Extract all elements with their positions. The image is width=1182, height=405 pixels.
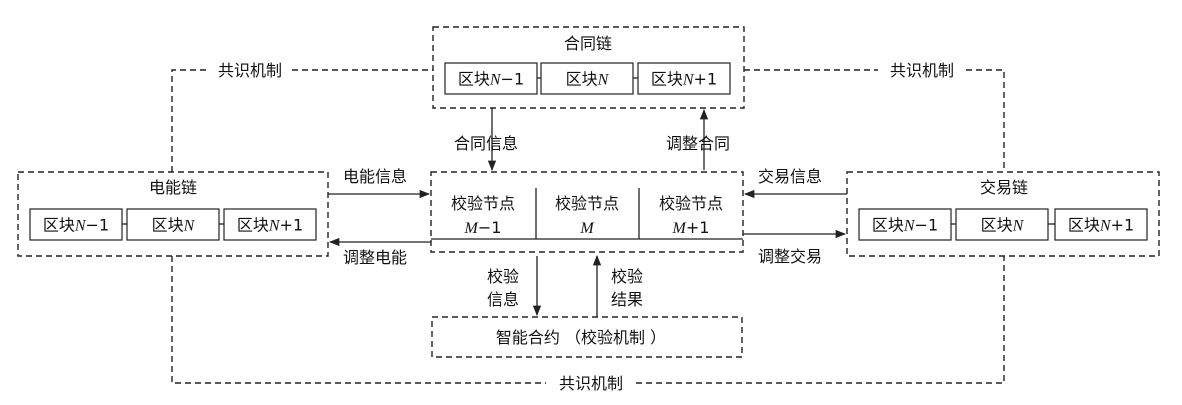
consensus-label-bottom: 共识机制 — [559, 374, 623, 393]
verify-node-label-0: 校验节点 — [451, 194, 515, 213]
consensus-line-bottom-right — [636, 256, 1005, 384]
trade-chain-blocks: 区块N−1 区块N 区块N+1 — [858, 208, 1148, 241]
block-label-2: 区块N+1 — [651, 70, 717, 89]
contract-chain: 合同链 区块N−1 区块N 区块N+1 — [432, 26, 745, 109]
consensus-line-bottom-left — [171, 256, 546, 384]
label-adjust-contract: 调整合同 — [666, 134, 730, 153]
block-label-1: 区块N — [566, 70, 610, 89]
consensus-line-top-right-2 — [966, 69, 1005, 172]
label-adjust-trade: 调整交易 — [758, 247, 822, 266]
verify-node-label-2: 校验节点 — [659, 194, 723, 213]
block-0 — [29, 208, 123, 241]
block-label-0: 区块N−1 — [458, 70, 524, 89]
consensus-line-top-left — [171, 69, 208, 172]
label-energy-info: 电能信息 — [343, 167, 407, 186]
block-0 — [858, 208, 952, 241]
verify-node-index-0: M−1 — [464, 218, 502, 237]
consensus-label-top-right: 共识机制 — [890, 61, 954, 80]
trade-chain-title: 交易链 — [980, 178, 1028, 197]
label-trade-info: 交易信息 — [758, 167, 822, 186]
contract-chain-title: 合同链 — [564, 34, 612, 53]
label-verify-info-2: 信息 — [487, 290, 519, 309]
contract-chain-blocks: 区块N−1 区块N 区块N+1 — [444, 62, 731, 95]
smart-contract-label: 智能合约 （校验机制 ） — [496, 328, 666, 347]
block-1 — [955, 208, 1049, 241]
block-2 — [637, 62, 731, 95]
block-2 — [1054, 208, 1148, 241]
label-verify-result-1: 校验 — [611, 267, 643, 286]
block-label-1: 区块N — [981, 216, 1025, 235]
label-adjust-energy: 调整电能 — [343, 248, 407, 267]
verify-node-labels: 校验节点 M−1 校验节点 M 校验节点 M+1 — [451, 194, 723, 237]
label-contract-info: 合同信息 — [454, 134, 518, 153]
verify-node-label-1: 校验节点 — [555, 194, 619, 213]
block-2 — [223, 208, 317, 241]
block-label-2: 区块N+1 — [1068, 216, 1134, 235]
block-1 — [540, 62, 634, 95]
block-1 — [126, 208, 220, 241]
label-verify-info-1: 校验 — [487, 267, 519, 286]
verify-node-index-1: M — [579, 220, 595, 237]
trade-chain: 交易链 区块N−1 区块N 区块N+1 — [846, 171, 1160, 257]
smart-contract-box: 智能合约 （校验机制 ） — [431, 316, 743, 358]
label-verify-result-2: 结果 — [611, 290, 643, 309]
energy-chain-blocks: 区块N−1 区块N 区块N+1 — [29, 208, 317, 241]
block-label-1: 区块N — [152, 216, 196, 235]
energy-chain: 电能链 区块N−1 区块N 区块N+1 — [17, 171, 329, 257]
block-label-0: 区块N−1 — [872, 216, 938, 235]
energy-chain-title: 电能链 — [149, 178, 197, 197]
verify-nodes: 校验节点 M−1 校验节点 M 校验节点 M+1 — [430, 171, 744, 253]
block-label-0: 区块N−1 — [43, 216, 109, 235]
verify-node-index-2: M+1 — [672, 218, 710, 237]
consensus-label-top-left: 共识机制 — [218, 61, 282, 80]
block-label-2: 区块N+1 — [237, 216, 303, 235]
